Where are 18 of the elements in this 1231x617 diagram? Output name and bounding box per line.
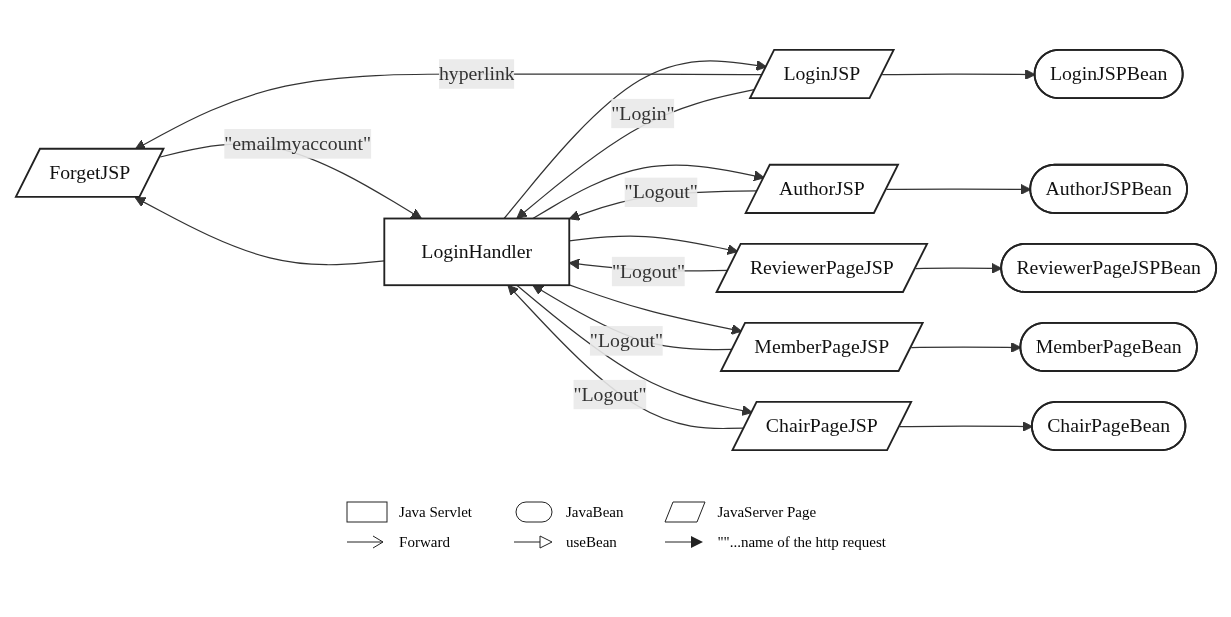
edge-label: "emailmyaccount" — [223, 132, 371, 154]
edge-label: "Logout" — [572, 383, 647, 405]
edge-label: "Login" — [610, 102, 675, 124]
legend-label: ""...name of the http request — [717, 533, 886, 551]
edge-label: hyperlink — [438, 62, 515, 84]
node-box: LoginHandler — [382, 217, 570, 287]
edge-label: "Logout" — [589, 329, 663, 351]
legend-label: Forward — [399, 533, 450, 551]
legend-label: useBean — [565, 533, 617, 551]
legend-label: JavaServer Page — [717, 503, 817, 521]
edge-label: "Logout" — [611, 260, 685, 282]
arrow — [885, 183, 1031, 195]
edge-label: "Logout" — [624, 181, 698, 203]
arrow — [910, 342, 1021, 353]
arrow — [568, 284, 742, 335]
legend-label: Java Servlet — [399, 503, 472, 521]
legend-label: JavaBean — [565, 503, 624, 521]
arrow — [568, 235, 738, 255]
